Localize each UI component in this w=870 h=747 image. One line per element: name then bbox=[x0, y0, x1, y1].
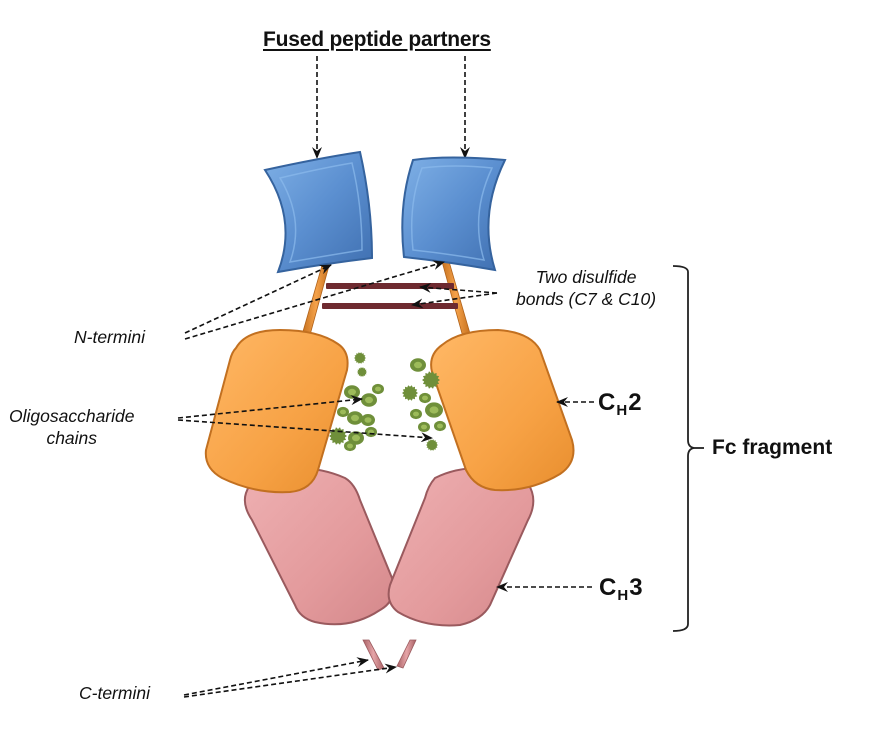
n-termini-arrows bbox=[184, 260, 445, 340]
ch2-label-sub: H bbox=[616, 402, 628, 419]
n-termini-label: N-termini bbox=[74, 327, 145, 347]
title-arrows bbox=[312, 56, 470, 159]
fc-fragment-brace bbox=[672, 265, 695, 632]
glycan-highlight bbox=[429, 406, 439, 414]
peptide-partner-left bbox=[263, 150, 374, 274]
glycan-highlight bbox=[421, 424, 427, 430]
glycan-unit bbox=[357, 367, 367, 377]
glycan-unit bbox=[422, 371, 440, 389]
ch3-domain-left bbox=[243, 466, 395, 671]
ch3-label-sub: H bbox=[617, 587, 629, 604]
diagram-title: Fused peptide partners bbox=[263, 28, 491, 51]
ch2-label-c: C bbox=[598, 389, 616, 416]
glycan-highlight bbox=[414, 361, 422, 369]
glycan-highlight bbox=[413, 411, 419, 417]
glycan-unit bbox=[402, 385, 418, 401]
glycan-unit bbox=[354, 352, 366, 364]
disulfide-arrows bbox=[411, 282, 498, 309]
ch3-label-c: C bbox=[599, 574, 617, 601]
oligo-label-line1: Oligosaccharide bbox=[9, 406, 135, 426]
glycan-highlight bbox=[422, 395, 428, 401]
glycan-highlight bbox=[351, 414, 359, 422]
ch2-label: CH2 bbox=[598, 389, 642, 419]
glycan-highlight bbox=[364, 417, 372, 423]
c-termini-arrows bbox=[183, 657, 397, 698]
glycan-unit bbox=[329, 427, 347, 445]
disulfide-label-line2: bonds (C7 & C10) bbox=[516, 289, 657, 309]
oligosaccharide-label: Oligosaccharide chains bbox=[9, 405, 134, 449]
glycan-highlight bbox=[437, 423, 443, 429]
disulfide-label-line1: Two disulfide bbox=[535, 267, 637, 287]
oligosaccharide-arrows bbox=[177, 395, 433, 443]
peptide-partner-right bbox=[401, 156, 507, 272]
glycan-highlight bbox=[347, 443, 353, 449]
ch2-label-num: 2 bbox=[628, 389, 642, 416]
glycan-highlight bbox=[375, 386, 381, 392]
oligosaccharide-chains bbox=[329, 352, 446, 452]
disulfide-bonds-label: Two disulfide bonds (C7 & C10) bbox=[516, 266, 656, 310]
ch3-label-num: 3 bbox=[629, 574, 643, 601]
ch2-domain-left bbox=[204, 328, 349, 494]
ch3-domain-right bbox=[387, 466, 535, 669]
ch2-domain-right bbox=[430, 328, 575, 492]
glycan-highlight bbox=[365, 396, 373, 404]
glycan-unit bbox=[426, 439, 438, 451]
oligo-label-line2: chains bbox=[46, 428, 98, 448]
ch3-label: CH3 bbox=[599, 574, 643, 604]
disulfide-bonds bbox=[322, 283, 458, 309]
c-termini-label: C-termini bbox=[79, 683, 150, 703]
glycan-highlight bbox=[348, 388, 356, 396]
glycan-highlight bbox=[340, 409, 346, 415]
glycan-highlight bbox=[352, 434, 360, 442]
fc-fragment-label: Fc fragment bbox=[712, 436, 833, 459]
